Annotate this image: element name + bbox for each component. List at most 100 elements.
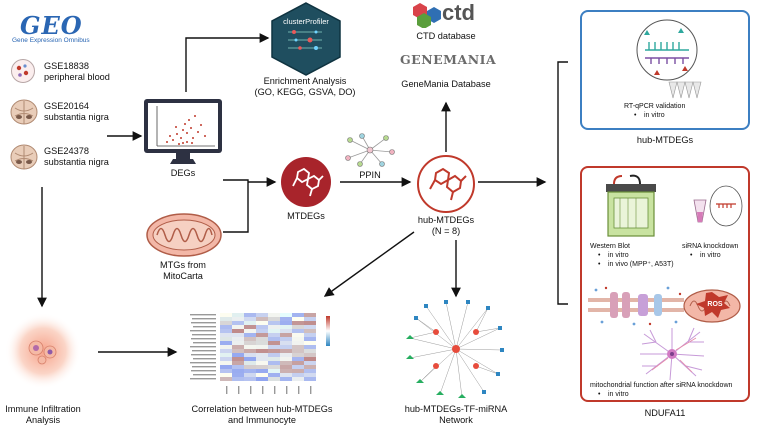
correlation-label-line2: and Immunocyte: [228, 415, 296, 425]
heatmap-cell: [280, 369, 292, 373]
immune-label-line2: Analysis: [25, 415, 61, 425]
ndufa11-title: NDUFA11: [644, 408, 686, 418]
heatmap-cell: [220, 365, 232, 369]
heatmap-cell: [292, 373, 304, 377]
heatmap-cell: [232, 353, 244, 357]
membrane-ros-icon: [588, 286, 741, 326]
heatmap-cell: [232, 349, 244, 353]
heatmap-cell: [232, 373, 244, 377]
heatmap-cell: [292, 333, 304, 337]
heatmap-cell: [256, 341, 268, 345]
ctd-label: CTD database: [416, 31, 476, 41]
heatmap-cell: [232, 341, 244, 345]
heatmap-icon: [190, 313, 330, 394]
heatmap-cell: [292, 353, 304, 357]
degs-monitor-icon: [144, 99, 222, 164]
heatmap-cell: [244, 365, 256, 369]
heatmap-cell: [244, 369, 256, 373]
hub-validation-title: hub-MTDEGs: [636, 135, 694, 145]
sirna-bullet-dot: •: [690, 252, 693, 259]
heatmap-cell: [304, 333, 316, 337]
heatmap-cell: [280, 337, 292, 341]
heatmap-cell: [232, 357, 244, 361]
heatmap-cell: [268, 377, 280, 381]
western-bullet-2: in vivo (MPP⁺, A53T): [608, 261, 674, 268]
heatmap-cell: [244, 333, 256, 337]
enrichment-title: Enrichment Analysis: [263, 76, 347, 86]
heatmap-cell: [280, 361, 292, 365]
heatmap-cell: [256, 361, 268, 365]
western-blot-caption: Western Blot: [590, 243, 630, 250]
sirna-caption: siRNA knockdown: [682, 243, 739, 250]
heatmap-cell: [220, 353, 232, 357]
heatmap-cell: [232, 361, 244, 365]
mtdegs-molecule-icon: [281, 157, 331, 207]
ndufa11-validation-panel: Western Blot • in vitro • in vivo (MPP⁺,…: [580, 166, 750, 402]
heatmap-cell: [232, 321, 244, 325]
ctd-logo-icon: [413, 3, 441, 28]
heatmap-cell: [280, 333, 292, 337]
heatmap-cell: [304, 341, 316, 345]
heatmap-cell: [220, 349, 232, 353]
heatmap-cell: [268, 353, 280, 357]
heatmap-cell: [220, 357, 232, 361]
heatmap-cell: [304, 329, 316, 333]
heatmap-cell: [256, 313, 268, 317]
dataset-2-tissue: substantia nigra: [44, 112, 109, 122]
correlation-label-line1: Correlation between hub-MTDEGs: [191, 404, 333, 414]
heatmap-cell: [292, 377, 304, 381]
heatmap-cell: [232, 337, 244, 341]
heatmap-cell: [292, 341, 304, 345]
heatmap-cell: [268, 357, 280, 361]
rt-qpcr-icon: [636, 19, 702, 99]
heatmap-cell: [292, 345, 304, 349]
heatmap-cell: [268, 369, 280, 373]
heatmap-cell: [256, 337, 268, 341]
heatmap-cell: [292, 357, 304, 361]
heatmap-cell: [256, 317, 268, 321]
heatmap-cell: [220, 333, 232, 337]
heatmap-cell: [256, 353, 268, 357]
western-bullet-1: in vitro: [608, 252, 629, 259]
brain-section-icon: [10, 99, 38, 125]
heatmap-cell: [256, 345, 268, 349]
heatmap-cell: [268, 313, 280, 317]
network-label-line1: hub-MTDEGs-TF-miRNA: [404, 404, 508, 414]
heatmap-cell: [256, 365, 268, 369]
heatmap-cell: [304, 377, 316, 381]
heatmap-cell: [256, 357, 268, 361]
dataset-3-id: GSE24378: [44, 146, 89, 156]
heatmap-cell: [292, 369, 304, 373]
sirna-tube-icon: [693, 185, 743, 227]
heatmap-cell: [244, 313, 256, 317]
heatmap-cell: [280, 329, 292, 333]
heatmap-cell: [232, 325, 244, 329]
heatmap-cell: [220, 321, 232, 325]
heatmap-cell: [292, 337, 304, 341]
heatmap-cell: [244, 317, 256, 321]
ros-label: ROS: [707, 301, 723, 308]
network-label-line2: Network: [439, 415, 473, 425]
heatmap-cell: [220, 345, 232, 349]
heatmap-cell: [244, 325, 256, 329]
heatmap-cell: [232, 313, 244, 317]
heatmap-cell: [232, 377, 244, 381]
heatmap-cell: [244, 373, 256, 377]
heatmap-cell: [280, 321, 292, 325]
heatmap-cell: [280, 373, 292, 377]
heatmap-cell: [244, 329, 256, 333]
heatmap-cell: [268, 341, 280, 345]
mtgs-label-line2: MitoCarta: [163, 271, 203, 281]
heatmap-cell: [280, 357, 292, 361]
heatmap-cell: [244, 345, 256, 349]
heatmap-cell: [220, 313, 232, 317]
heatmap-cell: [244, 353, 256, 357]
heatmap-cell: [268, 349, 280, 353]
heatmap-cell: [304, 321, 316, 325]
heatmap-cell: [232, 329, 244, 333]
heatmap-cell: [232, 369, 244, 373]
heatmap-cell: [268, 345, 280, 349]
western-bullet-dot-2: •: [598, 261, 601, 268]
geo-subtitle: Gene Expression Omnibus: [12, 37, 90, 44]
heatmap-cell: [220, 369, 232, 373]
